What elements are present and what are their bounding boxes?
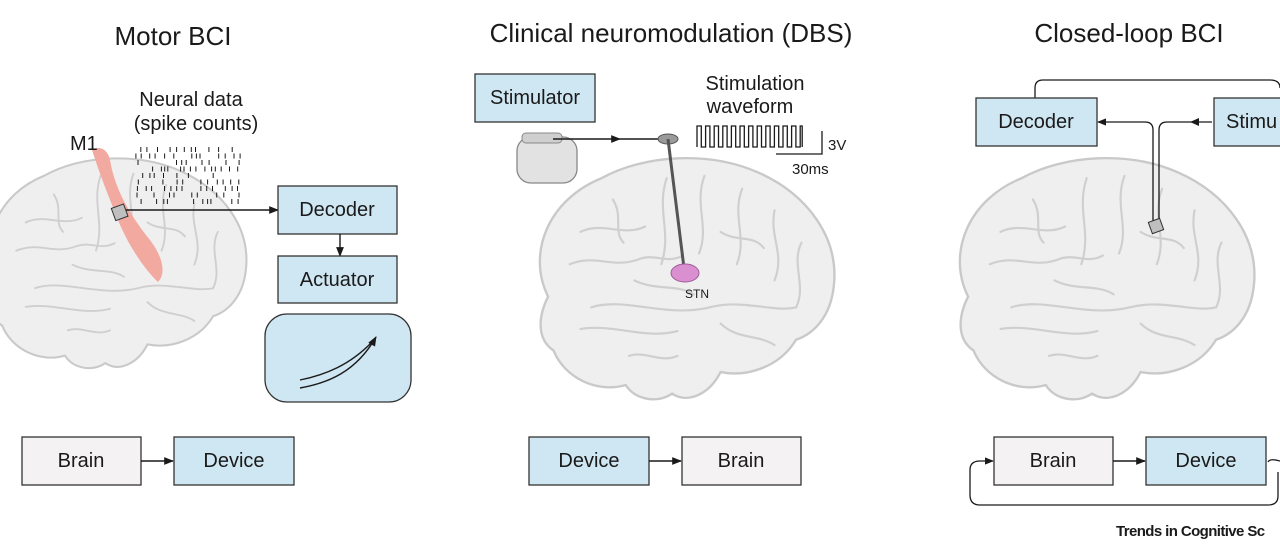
neural-data-label-line2: (spike counts): [134, 113, 259, 135]
brain-illustration-1: [0, 148, 248, 370]
flow-brain-box-3: [993, 436, 1114, 486]
closed-loop-stimulator-box: [1213, 97, 1280, 147]
flow-device-label-1: Device: [203, 450, 264, 472]
duration-label: 30ms: [792, 161, 829, 178]
waveform-label-line2: waveform: [706, 96, 794, 118]
waveform-label-line1: Stimulation: [706, 73, 805, 95]
flow-device-box-1: [173, 436, 295, 486]
stimulator-box: [474, 73, 596, 123]
brain-illustration-3: [958, 156, 1256, 401]
wire-to-decoder: [1097, 118, 1154, 222]
decoder-label: Decoder: [299, 199, 375, 221]
panel-title-motor-bci: Motor BCI: [114, 21, 231, 51]
flow-device-box-2: [528, 436, 650, 486]
stimulation-waveform: [696, 125, 803, 148]
flow-device-label-3: Device: [1175, 450, 1236, 472]
loop-return-arrow: [969, 457, 1279, 506]
closed-loop-decoder-label: Decoder: [998, 111, 1074, 133]
spike-raster: [135, 147, 241, 204]
panel-motor-bci: Motor BCI M1 Neural data (spike counts) …: [0, 21, 412, 486]
closed-loop-stimulator-label: Stimu: [1226, 111, 1277, 133]
flow-device-label-2: Device: [558, 450, 619, 472]
neural-data-label-line1: Neural data: [139, 89, 243, 111]
panel-title-dbs: Clinical neuromodulation (DBS): [490, 18, 853, 48]
actuator-box: [277, 255, 398, 304]
loop-connector-top: [1034, 79, 1280, 98]
decoder-box: [277, 185, 398, 235]
panel-closed-loop: Closed-loop BCI Decoder Stimu Brain Devi…: [958, 18, 1280, 506]
dbs-lead: [666, 138, 686, 269]
m1-label: M1: [70, 133, 98, 155]
wire-from-stimulator: [1158, 121, 1212, 222]
loop-return-stub: [1267, 459, 1280, 463]
closed-loop-electrode: [1147, 217, 1165, 235]
flow-brain-box-1: [21, 436, 142, 486]
flow-brain-label-2: Brain: [718, 450, 765, 472]
pulse-generator-header: [521, 132, 563, 144]
panel-dbs: Clinical neuromodulation (DBS) Stimulato…: [474, 18, 853, 486]
voltage-label: 3V: [828, 137, 846, 154]
closed-loop-decoder-box: [975, 97, 1098, 147]
wire-arrowhead: [1190, 118, 1199, 126]
pulse-generator-device: [516, 136, 578, 184]
electrode-array: [110, 203, 129, 222]
cursor-trajectory-arrow: [299, 336, 377, 389]
stimulator-label: Stimulator: [490, 87, 580, 109]
waveform-scale-bar: [776, 131, 823, 155]
stn-label: STN: [685, 287, 709, 301]
cursor-screen: [264, 313, 412, 403]
flow-brain-label-3: Brain: [1030, 450, 1077, 472]
flow-brain-box-2: [681, 436, 802, 486]
flow-brain-label-1: Brain: [58, 450, 105, 472]
actuator-label: Actuator: [300, 269, 375, 291]
cursor-trajectory-outer: [299, 341, 373, 381]
panel-title-closed-loop: Closed-loop BCI: [1034, 18, 1223, 48]
stn-target: [670, 263, 700, 283]
flow-device-box-3: [1145, 436, 1267, 486]
journal-footer: Trends in Cognitive Sc: [1116, 523, 1265, 540]
